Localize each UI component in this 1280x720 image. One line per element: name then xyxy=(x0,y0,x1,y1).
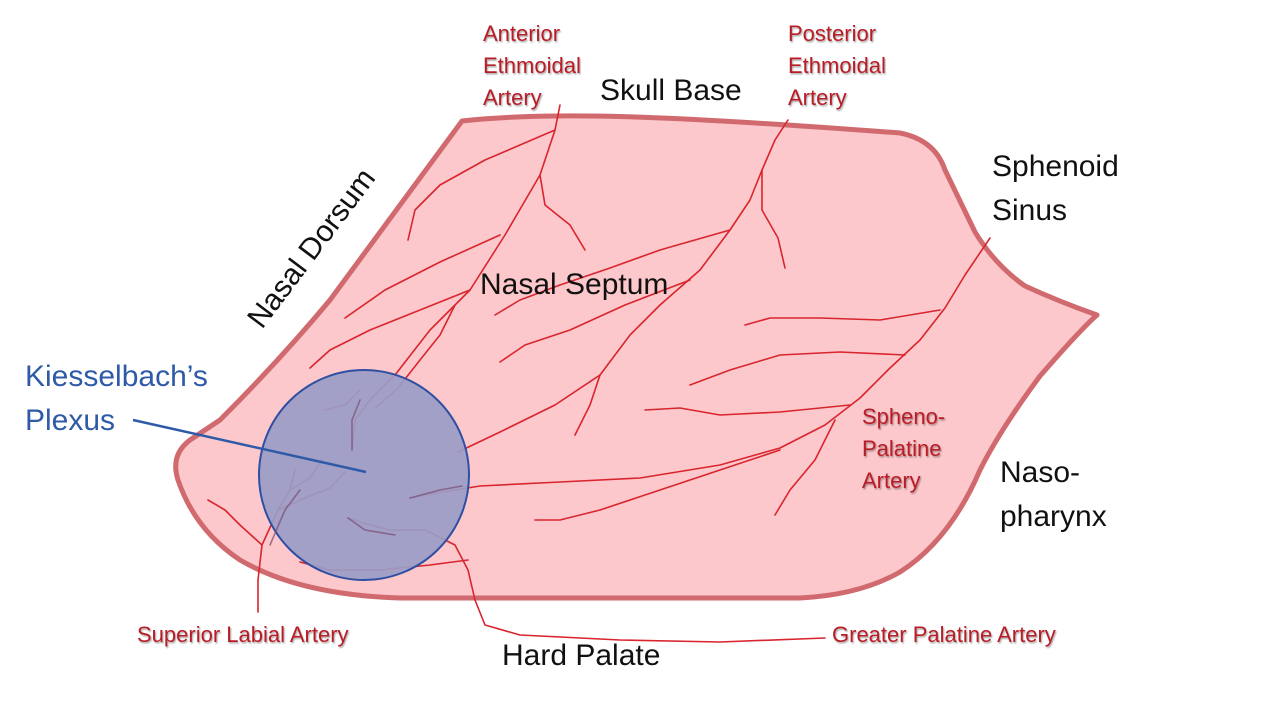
kiesselbach-line-1: Kiesselbach’s xyxy=(25,360,208,393)
plexus-vessels xyxy=(269,399,463,546)
superior-labial-artery-label: Superior Labial Artery xyxy=(137,622,349,647)
nasopharynx-label: Naso- pharynx xyxy=(1000,456,1107,533)
posterior-ethmoidal-line-3: Artery xyxy=(788,85,847,110)
kiesselbach-plexus-label: Kiesselbach’s Plexus xyxy=(25,360,216,437)
sphenopalatine-line-1: Spheno- xyxy=(862,404,945,429)
vessel-branch xyxy=(744,309,941,326)
posterior-ethmoidal-line-2: Ethmoidal xyxy=(788,53,886,78)
vessel-branch xyxy=(347,517,396,536)
vessel-branch xyxy=(539,174,586,251)
kiesselbach-line-2: Plexus xyxy=(25,404,115,437)
vessel-branch xyxy=(774,419,836,516)
sphenoid-sinus-line-2: Sinus xyxy=(992,194,1067,227)
nasopharynx-line-2: pharynx xyxy=(1000,500,1107,533)
vessel-branch xyxy=(494,229,731,316)
vessel-branch xyxy=(534,449,781,521)
vessel-branch xyxy=(409,485,463,499)
posterior-ethmoidal-vessel xyxy=(457,119,789,453)
sphenopalatine-line-3: Artery xyxy=(862,468,921,493)
vessel-branch xyxy=(309,289,471,369)
sphenoid-sinus-line-1: Sphenoid xyxy=(992,150,1119,183)
anterior-ethmoidal-line-3: Artery xyxy=(483,85,542,110)
sphenopalatine-line-2: Palatine xyxy=(862,436,942,461)
vessel-branch xyxy=(761,169,786,269)
anterior-ethmoidal-line-1: Anterior xyxy=(483,21,560,46)
vessel-branch xyxy=(207,499,263,546)
vessel-branch xyxy=(344,234,501,319)
vessel-branch xyxy=(407,129,556,241)
vessel-branch xyxy=(351,399,361,451)
vessel-branch xyxy=(644,404,851,416)
vessel-branch xyxy=(269,489,301,546)
plexus-pointer-line xyxy=(132,418,367,474)
nasal-septum-label: Nasal Septum xyxy=(480,268,668,301)
anterior-ethmoidal-artery-label: Anterior Ethmoidal Artery xyxy=(483,21,587,110)
sphenoid-sinus-label: Sphenoid Sinus xyxy=(992,150,1127,227)
sphenopalatine-artery-label: Spheno- Palatine Artery xyxy=(862,404,951,493)
vessel-branch xyxy=(574,374,601,436)
vessel-branch xyxy=(689,351,906,386)
posterior-ethmoidal-line-1: Posterior xyxy=(788,21,876,46)
posterior-ethmoidal-artery-label: Posterior Ethmoidal Artery xyxy=(788,21,892,110)
skull-base-label: Skull Base xyxy=(600,74,742,107)
kiesselbach-plexus-area xyxy=(258,369,470,581)
vessel-branch xyxy=(499,279,691,363)
anterior-ethmoidal-line-2: Ethmoidal xyxy=(483,53,581,78)
greater-palatine-artery-label: Greater Palatine Artery xyxy=(832,622,1056,647)
nasopharynx-line-1: Naso- xyxy=(1000,456,1080,489)
sphenopalatine-vessel xyxy=(409,237,991,499)
hard-palate-label: Hard Palate xyxy=(502,639,660,672)
